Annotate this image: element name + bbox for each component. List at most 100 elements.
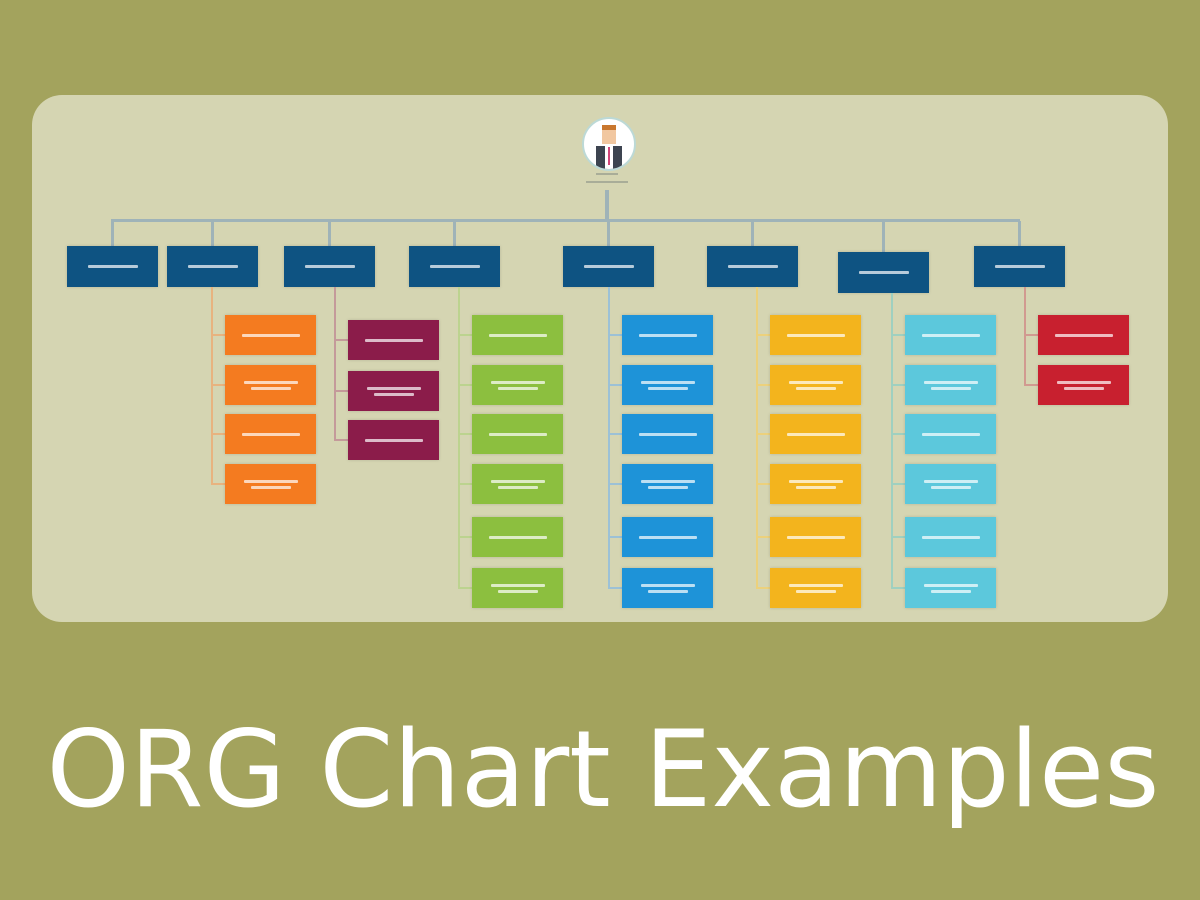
ceo-name-caption	[596, 173, 618, 175]
box-label-placeholder	[647, 589, 688, 593]
box-label-placeholder	[1056, 380, 1111, 384]
department-box	[563, 246, 654, 287]
team-box	[472, 414, 563, 454]
box-label-placeholder	[921, 432, 980, 436]
team-box	[770, 315, 861, 355]
team-box	[1038, 315, 1129, 355]
connector-line	[1024, 334, 1038, 336]
team-box	[770, 414, 861, 454]
box-label-placeholder	[187, 265, 238, 268]
connector-line	[756, 536, 770, 538]
box-label-placeholder	[788, 583, 843, 587]
box-label-placeholder	[243, 479, 298, 483]
team-box	[905, 414, 996, 454]
connector-line	[891, 433, 905, 435]
connector-line	[756, 433, 770, 435]
box-label-placeholder	[795, 386, 836, 390]
box-label-placeholder	[1063, 386, 1104, 390]
connector-line	[891, 587, 905, 589]
page-title: ORG Chart Examples	[46, 708, 1160, 831]
team-box	[472, 568, 563, 608]
team-box	[770, 517, 861, 557]
department-box	[974, 246, 1065, 287]
connector-line	[1024, 287, 1026, 385]
connector-line	[608, 334, 622, 336]
connector-line	[458, 384, 472, 386]
box-label-placeholder	[930, 386, 971, 390]
department-box	[284, 246, 375, 287]
department-box	[838, 252, 929, 293]
box-label-placeholder	[497, 386, 538, 390]
box-label-placeholder	[994, 265, 1045, 268]
team-box	[770, 464, 861, 504]
box-label-placeholder	[921, 333, 980, 337]
connector-line	[891, 293, 893, 588]
box-label-placeholder	[923, 583, 978, 587]
team-box	[225, 464, 316, 504]
box-label-placeholder	[488, 333, 547, 337]
connector-line	[453, 221, 456, 246]
connector-line	[334, 439, 348, 441]
box-label-placeholder	[243, 380, 298, 384]
box-label-placeholder	[490, 583, 545, 587]
box-label-placeholder	[87, 265, 138, 268]
team-box	[905, 464, 996, 504]
box-label-placeholder	[429, 265, 480, 268]
department-box	[409, 246, 500, 287]
team-box	[622, 414, 713, 454]
connector-line	[607, 221, 610, 246]
box-label-placeholder	[921, 535, 980, 539]
connector-line	[458, 587, 472, 589]
box-label-placeholder	[583, 265, 634, 268]
department-box	[707, 246, 798, 287]
box-label-placeholder	[638, 535, 697, 539]
team-box	[472, 464, 563, 504]
team-box	[622, 315, 713, 355]
connector-line	[211, 384, 225, 386]
box-label-placeholder	[786, 432, 845, 436]
box-label-placeholder	[638, 333, 697, 337]
box-label-placeholder	[250, 485, 291, 489]
box-label-placeholder	[795, 589, 836, 593]
team-box	[225, 365, 316, 405]
connector-line	[1024, 384, 1038, 386]
connector-line	[608, 287, 610, 588]
team-box	[770, 365, 861, 405]
team-box	[225, 315, 316, 355]
team-box	[348, 320, 439, 360]
connector-line	[891, 384, 905, 386]
team-box	[348, 420, 439, 460]
team-box	[225, 414, 316, 454]
connector-line	[211, 483, 225, 485]
connector-line	[1018, 221, 1021, 246]
box-label-placeholder	[923, 479, 978, 483]
ceo-role-caption	[586, 181, 628, 183]
team-box	[348, 371, 439, 411]
department-box	[67, 246, 158, 287]
connector-line	[211, 221, 214, 246]
box-label-placeholder	[488, 535, 547, 539]
connector-line	[334, 390, 348, 392]
box-label-placeholder	[923, 380, 978, 384]
team-box	[905, 315, 996, 355]
box-label-placeholder	[490, 380, 545, 384]
connector-line	[756, 587, 770, 589]
box-label-placeholder	[1054, 333, 1113, 337]
box-label-placeholder	[858, 271, 909, 274]
box-label-placeholder	[788, 380, 843, 384]
connector-line	[211, 334, 225, 336]
team-box	[622, 365, 713, 405]
team-box	[905, 365, 996, 405]
box-label-placeholder	[497, 485, 538, 489]
connector-line	[111, 219, 1020, 222]
team-box	[905, 568, 996, 608]
team-box	[472, 365, 563, 405]
connector-line	[756, 384, 770, 386]
box-label-placeholder	[638, 432, 697, 436]
connector-line	[891, 536, 905, 538]
connector-line	[334, 287, 336, 440]
connector-line	[458, 483, 472, 485]
box-label-placeholder	[640, 380, 695, 384]
box-label-placeholder	[497, 589, 538, 593]
team-box	[1038, 365, 1129, 405]
